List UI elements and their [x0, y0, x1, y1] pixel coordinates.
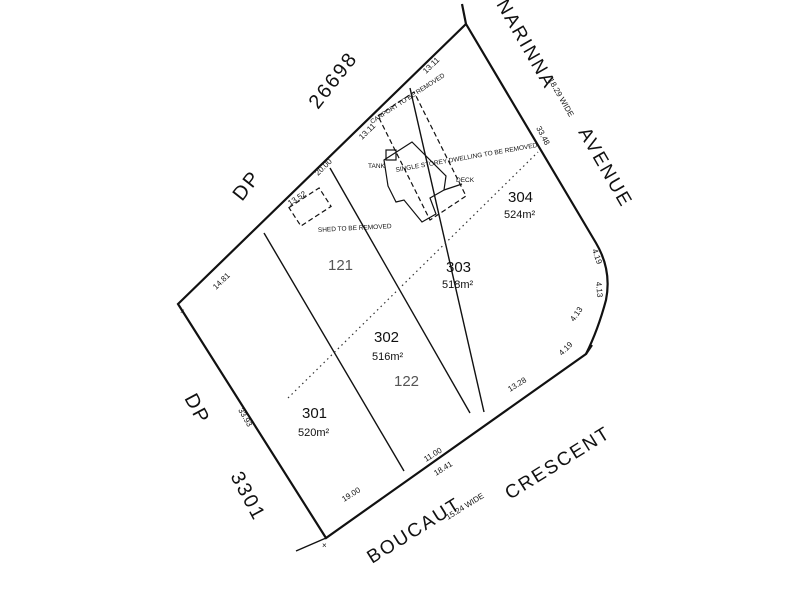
divider-303-304: [409, 87, 485, 413]
survey-mark-bottom: ×: [322, 541, 327, 550]
dp-left-number: 3301: [226, 468, 270, 525]
note-shed: SHED TO BE REMOVED: [318, 223, 392, 234]
note-deck: DECK: [456, 177, 475, 184]
dp-left-label: DP: [180, 390, 214, 428]
carport-outline: [377, 91, 467, 221]
survey-mark-left: ×: [180, 307, 185, 316]
deck-line: [443, 183, 463, 191]
lot-301-area: 520m²: [298, 427, 330, 439]
lot-302-area: 516m²: [372, 351, 404, 363]
boundary-extension-right: [585, 344, 593, 355]
original-lot-121: 121: [328, 257, 353, 274]
dim-corner-2: 4.13: [594, 281, 604, 298]
dim-front-301: 19.00: [340, 485, 362, 504]
dwelling-outline: [383, 141, 447, 223]
note-shed-text: SHED TO BE REMOVED: [318, 223, 392, 234]
dp-top-label: DP: [229, 166, 266, 205]
lot-304-number: 304: [508, 189, 533, 206]
original-lot-boundary: [287, 151, 539, 399]
tank-symbol: [385, 149, 397, 161]
boundary-extension-top: [460, 3, 468, 25]
road-width-narinna: 18.29 WIDE: [546, 77, 575, 119]
dim-corner-3: 4.13: [568, 305, 585, 323]
dim-corner-1: 4.19: [590, 248, 604, 266]
road-name-boucaut: BOUCAUT: [364, 494, 466, 568]
dim-front-302b: 18.41: [432, 459, 454, 478]
dp-top-number: 26698: [305, 48, 363, 113]
lot-303-number: 303: [446, 259, 471, 276]
lot-302-number: 302: [374, 329, 399, 346]
shed-outline: [288, 187, 332, 227]
lot-301-number: 301: [302, 405, 327, 422]
dim-left-bottom: 33.93: [236, 407, 254, 429]
divider-302-303: [329, 167, 471, 414]
dim-shed: 13.52: [286, 189, 308, 208]
note-tank: TANK: [368, 163, 386, 170]
dim-top-3: 13.11: [421, 55, 442, 75]
lot-304-area: 524m²: [504, 209, 536, 221]
road-alignment-bottom: [295, 537, 327, 552]
lot-303-area: 518m²: [442, 279, 474, 291]
dim-left-top: 14.81: [211, 271, 232, 292]
dim-corner-4: 4.19: [557, 340, 575, 358]
dim-front-303: 13.28: [506, 375, 528, 394]
road-name-crescent: CRESCENT: [502, 423, 615, 505]
original-lot-122: 122: [394, 373, 419, 390]
dim-top-1: 20.00: [313, 157, 334, 178]
road-name-avenue: AVENUE: [574, 124, 637, 211]
